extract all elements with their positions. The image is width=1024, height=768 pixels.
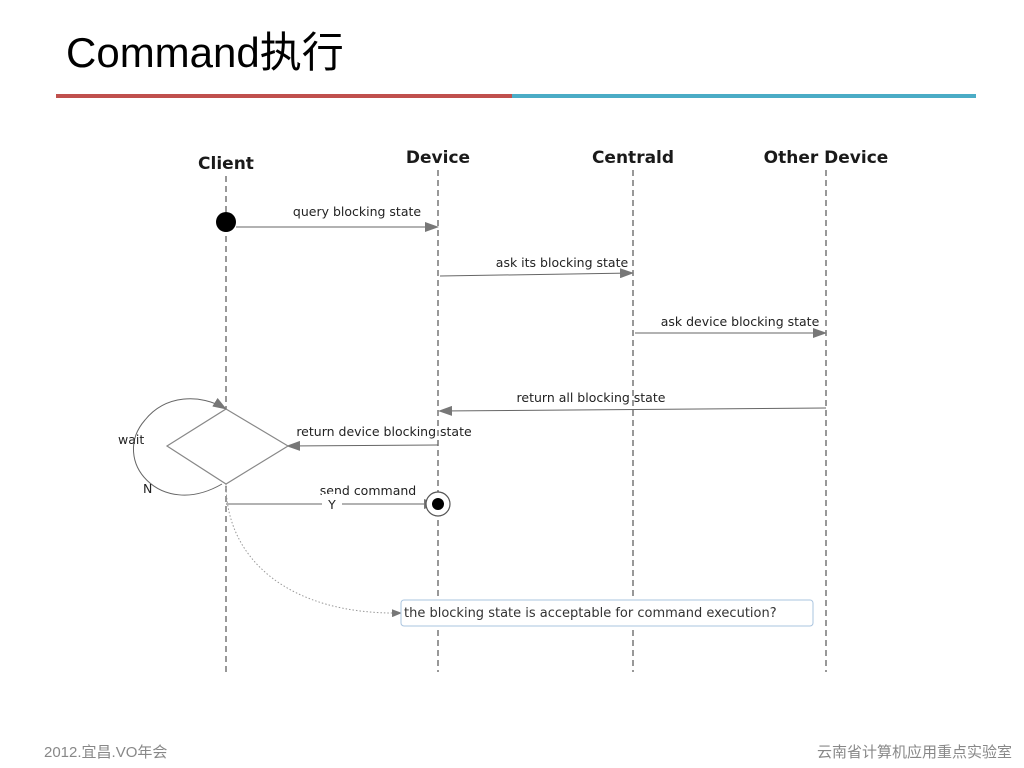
label-yes-bg xyxy=(322,494,342,510)
message-ask-its: ask its blocking state xyxy=(496,255,629,270)
lane-label-centrald: Centrald xyxy=(592,148,674,168)
message-send-command: send command xyxy=(320,483,416,498)
title-underline-red xyxy=(56,94,512,98)
lane-label-client: Client xyxy=(198,154,254,174)
label-wait: wait xyxy=(118,432,144,447)
footer-left: 2012.宜昌.VO年会 xyxy=(44,744,168,761)
footer-right: 云南省计算机应用重点实验室 xyxy=(816,743,1012,761)
note-text: the blocking state is acceptable for com… xyxy=(404,606,777,621)
lane-label-device: Device xyxy=(406,148,470,168)
arrow-ask-its xyxy=(439,268,634,279)
arrow-return-device xyxy=(286,440,439,451)
note-box xyxy=(400,599,814,627)
lane-label-other-device: Other Device xyxy=(764,148,889,168)
start-node xyxy=(216,212,236,232)
message-return-device: return device blocking state xyxy=(296,424,472,439)
note-connector xyxy=(225,483,402,618)
slide-title: Command执行 xyxy=(66,29,344,76)
wait-loop-arrow xyxy=(133,397,227,496)
end-node-core xyxy=(432,498,444,510)
message-query: query blocking state xyxy=(293,204,422,219)
label-no: N xyxy=(143,481,152,496)
label-yes: Y xyxy=(327,497,336,512)
message-return-all: return all blocking state xyxy=(517,390,666,405)
message-ask-device: ask device blocking state xyxy=(661,314,820,329)
decision-diamond xyxy=(165,408,290,485)
arrow-return-all xyxy=(438,405,827,416)
title-underline-blue xyxy=(512,94,976,98)
